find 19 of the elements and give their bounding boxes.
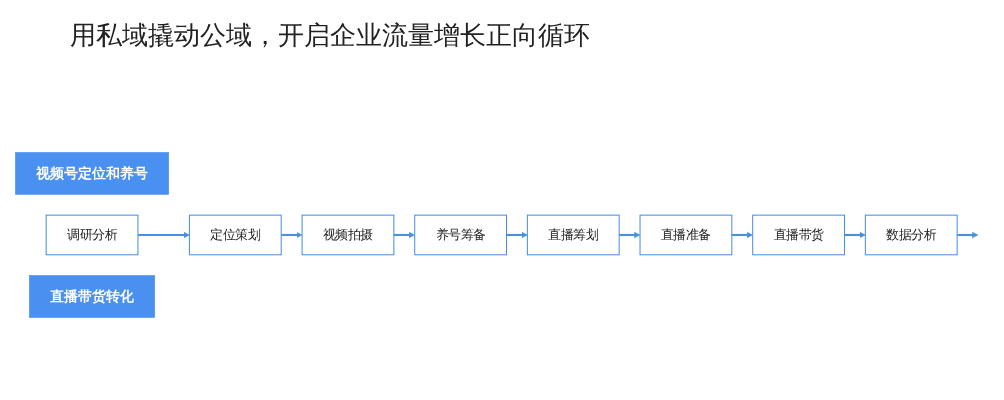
arrow (619, 231, 641, 239)
node-box: 直播准备 (639, 214, 733, 256)
arrow (957, 231, 979, 239)
node-box: 直播筹划 (526, 214, 620, 256)
node-box: 视频拍摄 (301, 214, 395, 256)
node-box: 数据分析 (864, 214, 958, 256)
title: 用私域撬动公域，开启企业流量增长正向循环 (70, 19, 590, 52)
node-box: 调研分析 (45, 214, 139, 256)
node-box: 直播带货转化 (29, 275, 155, 318)
node-box: 养号筹备 (414, 214, 508, 256)
arrow (393, 231, 415, 239)
node-box: 定位策划 (188, 214, 282, 256)
arrow (731, 231, 753, 239)
arrow (844, 231, 866, 239)
node-box: 视频号定位和养号 (15, 152, 169, 195)
node-box: 直播带货 (752, 214, 845, 256)
arrow (281, 231, 303, 239)
arrow (137, 231, 190, 239)
arrow (506, 231, 528, 239)
